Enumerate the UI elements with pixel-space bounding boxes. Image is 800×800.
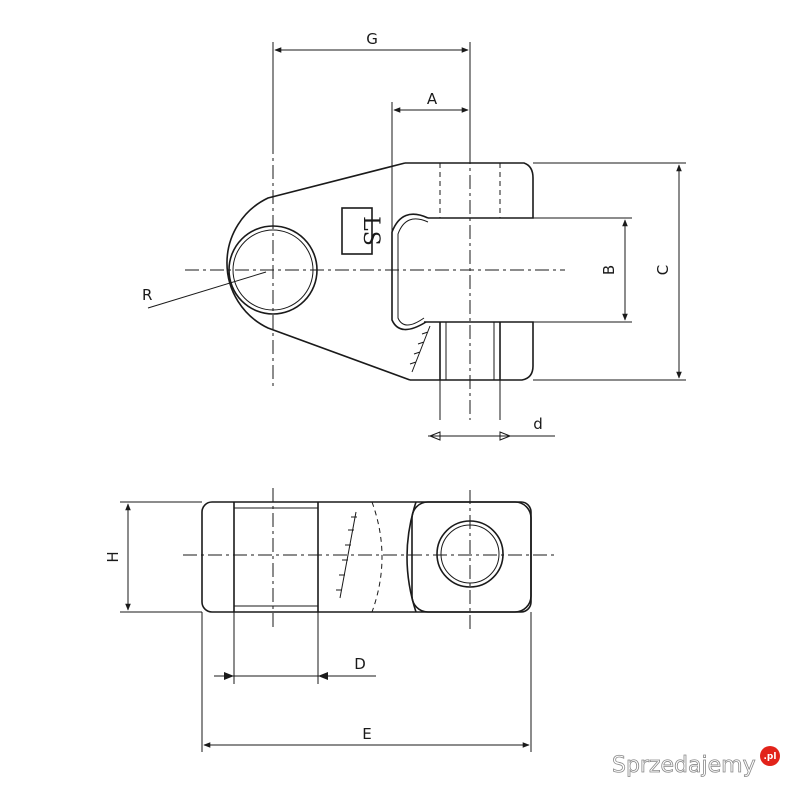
ls-logo-box bbox=[341, 207, 373, 255]
big-d-arrow-right bbox=[318, 672, 328, 680]
side-weld-mark bbox=[336, 511, 357, 599]
watermark-badge-text: .pl bbox=[764, 752, 777, 762]
fork-slot-inner bbox=[397, 218, 429, 326]
d-arrow-right bbox=[499, 431, 512, 441]
dim-label-small-d: d bbox=[533, 415, 543, 433]
dim-label-e: E bbox=[362, 725, 371, 743]
side-slot-curve-left bbox=[371, 501, 383, 613]
dim-label-g: G bbox=[366, 30, 378, 48]
dim-label-h: H bbox=[104, 551, 122, 562]
dim-label-b: B bbox=[600, 265, 618, 275]
ls-logo-text: LS bbox=[358, 216, 383, 246]
fork-tine-upper bbox=[405, 162, 534, 219]
r-leader bbox=[147, 271, 267, 309]
dim-label-r: R bbox=[142, 286, 152, 304]
side-body-outline bbox=[201, 501, 532, 613]
watermark-text: Sprzedajemy bbox=[612, 753, 756, 778]
top-view: LS G A B C R d bbox=[142, 30, 686, 441]
dim-label-big-d: D bbox=[354, 655, 366, 673]
side-view: H D E bbox=[104, 488, 556, 752]
dim-label-c: C bbox=[654, 265, 672, 275]
big-d-arrow-left bbox=[224, 672, 234, 680]
watermark-badge-circle bbox=[760, 746, 780, 766]
fork-tine-lower bbox=[410, 321, 534, 381]
weld-mark bbox=[409, 325, 431, 373]
watermark: Sprzedajemy .pl bbox=[612, 746, 780, 778]
dim-label-a: A bbox=[427, 90, 438, 108]
d-arrow-left bbox=[428, 431, 441, 441]
fork-slot-outline bbox=[391, 213, 429, 331]
eye-body-outline bbox=[226, 162, 411, 381]
side-eye-pad bbox=[411, 501, 532, 613]
